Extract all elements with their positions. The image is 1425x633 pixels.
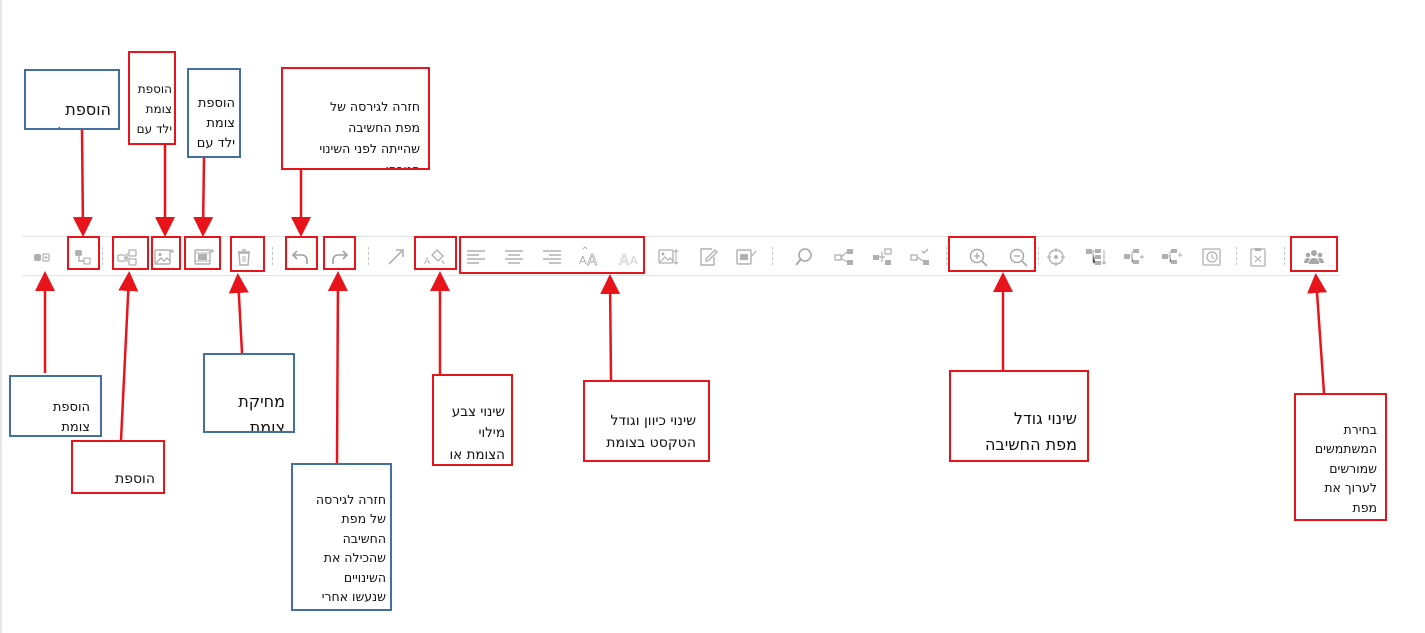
highlight-text-format [459,236,645,274]
layout-vertical-icon[interactable] [1084,246,1108,268]
add-root-node-icon[interactable] [30,246,54,268]
add-child-node-icon[interactable] [71,246,95,268]
note-add-child-video-text: הוספת צומת ילד עם סירטון [196,96,235,151]
toolbar-separator [1236,247,1237,265]
toolbar-separator [1284,247,1285,265]
arrow-users [1307,273,1328,394]
toolbar-separator [272,247,273,265]
highlight-delete [230,236,265,272]
zoom-out-icon[interactable] [1006,246,1030,268]
media-edit-icon[interactable] [734,246,758,268]
svg-text:A: A [630,254,638,267]
note-undo: חזרה לגירסה של מפת החשיבה שהייתה לפני הש… [281,67,430,170]
center-icon[interactable] [1044,246,1068,268]
note-redo-text: חזרה לגירסה של מפת החשיבה שהכילה את השינ… [315,491,386,610]
undo-icon[interactable] [288,246,312,268]
layout-add-child-icon[interactable] [1160,246,1184,268]
image-edit-icon[interactable] [656,246,680,268]
svg-text:A: A [424,257,431,267]
zoom-in-icon[interactable] [966,246,990,268]
note-add-root-text: הוספת צומת שורש [52,400,90,435]
align-center-icon[interactable] [502,246,526,268]
note-zoom-text: שינוי גודל מפת החשיבה [985,409,1077,454]
align-right-icon[interactable] [540,246,564,268]
toolbar-separator [946,247,947,265]
history-icon[interactable] [1200,246,1224,268]
highlight-add-video-node [184,236,221,270]
svg-text:A: A [619,251,630,268]
note-fill-color: שינוי צבע מילוי הצומת או הטקסט [432,374,513,466]
highlight-fill-color [414,236,457,270]
toolbar-separator [102,247,103,265]
note-undo-text: חזרה לגירסה של מפת החשיבה שהייתה לפני הש… [319,99,420,170]
delete-node-icon[interactable] [232,246,256,268]
clipboard-close-icon[interactable] [1246,246,1270,268]
connector-arrow-icon[interactable] [384,246,408,268]
arrow-add-child [72,129,93,237]
note-add-root: הוספת צומת שורש [9,375,102,437]
note-add-child: הוספת צומת ילד [24,69,120,130]
note-users: בחירת המשתמשים שמורשים לערוך את מפת החשי… [1294,393,1387,521]
page-edge [0,0,2,633]
svg-text:A: A [587,251,598,268]
add-image-node-icon[interactable] [152,246,176,268]
add-sibling-node-icon[interactable] [115,246,139,268]
note-add-child-image-text: הוספת צומת ילד עם תמונה [136,82,172,143]
note-delete-node: מחיקת צומת [203,353,295,433]
highlight-add-image-node [151,236,181,270]
toolbar-separator [1038,247,1039,265]
layout-add-icon[interactable] [1122,246,1146,268]
note-add-sibling: הוספת צומת אחות [71,440,165,494]
note-add-child-video: הוספת צומת ילד עם סירטון [187,68,241,158]
note-users-text: בחירת המשתמשים שמורשים לערוך את מפת החשי… [1314,421,1377,515]
arrow-delete [228,273,249,354]
arrow-add-sibling [118,271,139,441]
arrow-add-video-node [193,156,214,237]
toolbar-separator [772,247,773,265]
share-icon[interactable] [832,246,856,268]
note-redo: חזרה לגירסה של מפת החשיבה שהכילה את השינ… [291,463,392,611]
svg-text:A: A [579,254,587,267]
fill-color-icon[interactable]: A [422,246,446,268]
note-text-format: שינוי כיוון וגודל הטקסט בצומת שבחרתם [583,380,710,462]
align-left-icon[interactable] [464,246,488,268]
users-icon[interactable] [1302,246,1326,268]
share-remove-icon[interactable] [870,246,894,268]
redo-icon[interactable] [328,246,352,268]
note-fill-color-text: שינוי צבע מילוי הצומת או הטקסט [449,403,505,463]
note-add-child-image: הוספת צומת ילד עם תמונה [128,51,176,145]
search-icon[interactable] [792,246,816,268]
highlight-add-child [67,236,100,270]
highlight-zoom [948,236,1036,272]
edit-note-icon[interactable] [696,246,720,268]
highlight-undo [285,236,318,270]
arrow-redo [327,271,348,464]
toolbar-separator [368,247,369,265]
share-check-icon[interactable] [908,246,932,268]
note-delete-node-text: מחיקת צומת [238,392,285,433]
add-video-node-icon[interactable] [192,246,216,268]
highlight-users [1290,236,1338,272]
note-add-sibling-text: הוספת צומת אחות [115,471,155,487]
highlight-redo [323,236,356,270]
arrow-text-format [600,274,621,381]
note-zoom: שינוי גודל מפת החשיבה [949,370,1089,462]
note-add-child-text: הוספת צומת ילד [49,100,111,128]
note-text-format-text: שינוי כיוון וגודל הטקסט בצומת שבחרתם [606,413,696,460]
highlight-add-sibling [112,236,149,270]
